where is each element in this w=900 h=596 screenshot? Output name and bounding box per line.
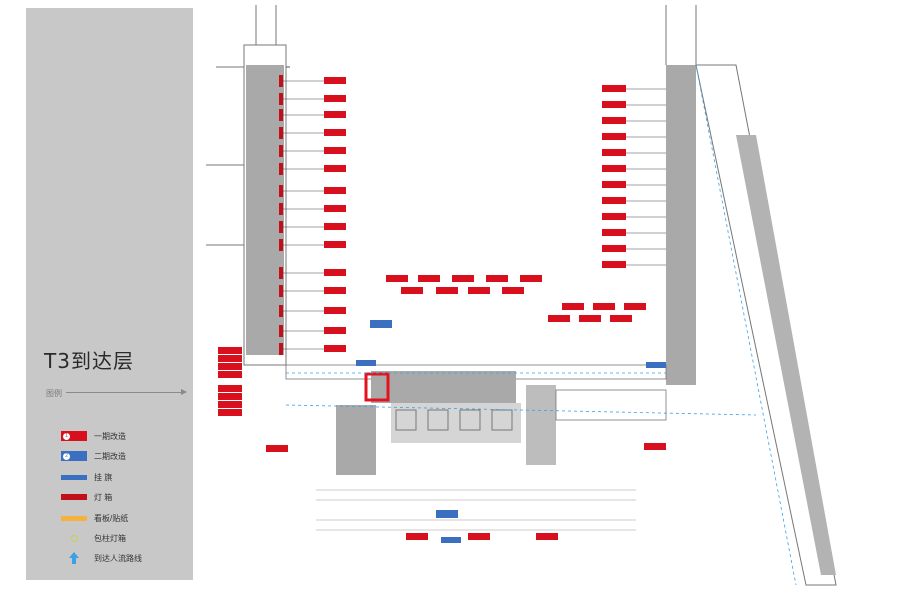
banner-icon — [61, 474, 87, 480]
legend-item-phase1: 1 一期改造 — [60, 429, 126, 443]
legend-item-phase2: 2 二期改造 — [60, 449, 126, 463]
lower-roadways — [316, 489, 636, 531]
page-title: T3到达层 — [44, 349, 134, 373]
legend-item-label: 一期改造 — [94, 431, 126, 441]
legend-item-route: 到达人流路线 — [60, 551, 142, 565]
right-wing — [665, 5, 837, 586]
arrow-up-icon — [69, 552, 79, 564]
legend-item-board: 看板/贴纸 — [60, 511, 128, 525]
right-wing-leader-lines — [626, 88, 666, 266]
legend-label: 图例 — [46, 389, 62, 398]
left-wing — [206, 5, 290, 366]
middle-tags — [266, 275, 666, 540]
legend-item-lightbox: 灯 箱 — [60, 490, 112, 504]
sidebar-panel — [26, 8, 193, 580]
legend-item-column-lightbox: 包柱灯箱 — [60, 531, 126, 545]
left-side-tags — [218, 347, 242, 416]
legend-divider — [66, 392, 181, 393]
board-sticker-icon — [61, 515, 87, 521]
legend-item-label: 到达人流路线 — [94, 553, 142, 563]
left-wing-tags — [324, 77, 346, 352]
left-wing-lightboxes — [279, 75, 283, 355]
central-hall — [285, 364, 757, 475]
column-ring-icon — [70, 534, 78, 542]
legend-item-label: 包柱灯箱 — [94, 533, 126, 543]
legend-item-label: 二期改造 — [94, 451, 126, 461]
legend-item-label: 挂 旗 — [94, 472, 113, 482]
right-wing-tags — [602, 85, 626, 268]
lightbox-icon — [61, 494, 87, 500]
floor-plan — [206, 5, 837, 586]
blue-tags — [356, 320, 666, 543]
legend-item-label: 灯 箱 — [94, 492, 113, 502]
legend-item-banner: 挂 旗 — [60, 470, 112, 484]
legend-item-label: 看板/贴纸 — [94, 513, 129, 523]
left-wing-leader-lines — [283, 80, 324, 350]
red-tag-icon: 1 — [61, 431, 87, 441]
legend-divider-arrow-icon — [181, 389, 187, 395]
blue-tag-icon: 2 — [61, 451, 87, 461]
